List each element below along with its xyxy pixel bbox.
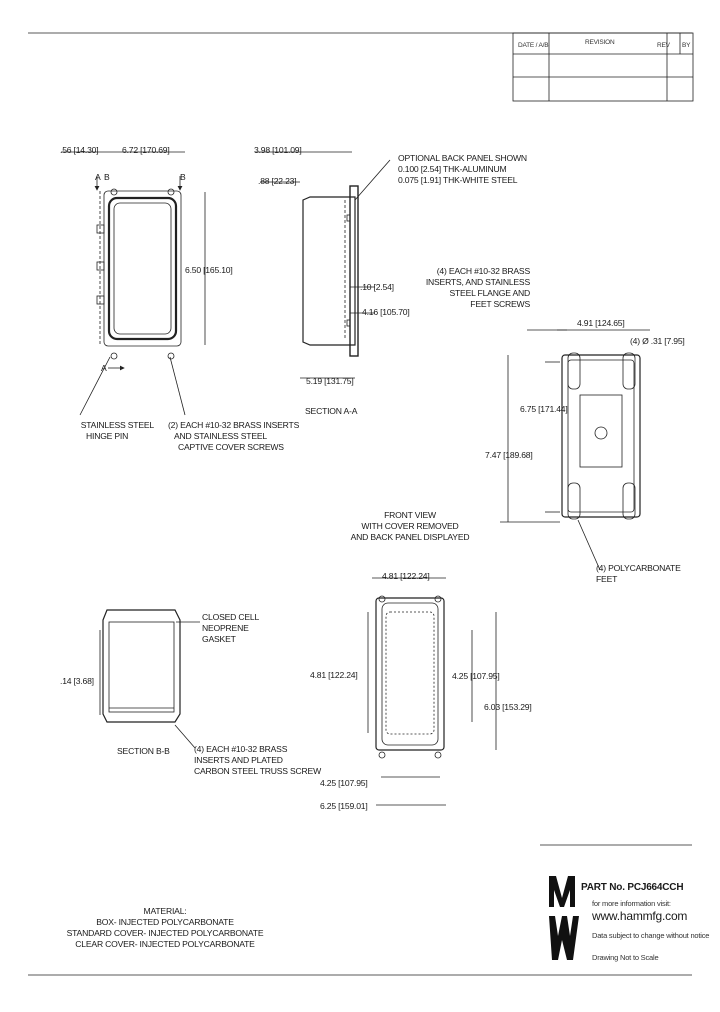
section-aa-view xyxy=(255,151,391,379)
disclaimer: Data subject to change without notice xyxy=(592,931,710,940)
title-block-by-label: BY xyxy=(682,42,691,49)
title-block-rev-label: REV xyxy=(657,42,670,49)
back-view-drawing xyxy=(500,329,650,571)
dim-box-width: 6.72 [170.69] xyxy=(122,145,170,155)
dim-front-bottom-inner: 4.25 [107.95] xyxy=(320,778,368,788)
dim-front-bottom-outer: 6.25 [159.01] xyxy=(320,801,368,811)
section-bb-drawing xyxy=(99,609,200,749)
dim-section-gap: .10 [2.54] xyxy=(360,282,394,292)
dim-front-top: 4.81 [122.24] xyxy=(382,571,430,581)
front-view-drawing xyxy=(367,577,497,806)
dim-back-holes: (4) Ø .31 [7.95] xyxy=(630,336,685,346)
more-info-label: for more information visit: xyxy=(592,899,671,908)
gasket-callout: CLOSED CELL NEOPRENE GASKET xyxy=(202,612,260,644)
part-number: PART No. PCJ664CCH xyxy=(581,882,684,893)
section-b-marker-left: B xyxy=(104,172,110,182)
dim-section-inner: 4.16 [105.70] xyxy=(362,307,410,317)
dim-back-width: 4.91 [124.65] xyxy=(577,318,625,328)
dim-back-total: 7.47 [189.68] xyxy=(485,450,533,460)
dim-left-offset: .56 [14.30] xyxy=(60,145,99,155)
dim-back-mid: 6.75 [171.44] xyxy=(520,404,568,414)
dim-front-left: 4.81 [122.24] xyxy=(310,670,358,680)
back-panel-callout: OPTIONAL BACK PANEL SHOWN 0.100 [2.54] T… xyxy=(398,153,527,185)
title-block-date-label: DATE / A/B xyxy=(518,42,549,49)
material-note: MATERIAL: BOX- INJECTED POLYCARBONATE ST… xyxy=(66,906,264,949)
section-bb-label: SECTION B-B xyxy=(117,746,170,756)
section-b-marker-right: B xyxy=(180,172,186,182)
top-left-view xyxy=(61,151,206,416)
truss-screw-callout: (4) EACH #10-32 BRASS INSERTS AND PLATED… xyxy=(194,744,321,776)
cover-screws-callout: (2) EACH #10-32 BRASS INSERTS AND STAINL… xyxy=(168,420,300,452)
dim-front-right-inner: 4.25 [107.95] xyxy=(452,671,500,681)
section-aa-label: SECTION A-A xyxy=(305,406,358,416)
feet-callout: (4) POLYCARBONATE FEET xyxy=(596,563,681,584)
section-a-marker-top: A xyxy=(95,172,101,182)
dim-box-height: 6.50 [165.10] xyxy=(185,265,233,275)
section-a-marker-bottom: A xyxy=(101,363,107,373)
dim-front-right-outer: 6.03 [153.29] xyxy=(484,702,532,712)
website-link[interactable]: www.hammfg.com xyxy=(592,909,688,923)
dim-section-depth: 3.98 [101.09] xyxy=(254,145,302,155)
dim-section-bb-side: .14 [3.68] xyxy=(60,676,94,686)
dim-section-base: 5.19 [131.75] xyxy=(306,376,354,386)
back-inserts-callout: (4) EACH #10-32 BRASS INSERTS, AND STAIN… xyxy=(425,266,530,309)
dim-section-flange: .88 [22.23] xyxy=(258,176,297,186)
title-block-revision-label: REVISION xyxy=(585,39,615,46)
front-view-caption: FRONT VIEW WITH COVER REMOVED AND BACK P… xyxy=(350,510,470,542)
hammond-logo xyxy=(549,876,579,960)
hinge-pin-callout: STAINLESS STEEL HINGE PIN xyxy=(80,420,154,441)
scale-note: Drawing Not to Scale xyxy=(592,953,659,962)
